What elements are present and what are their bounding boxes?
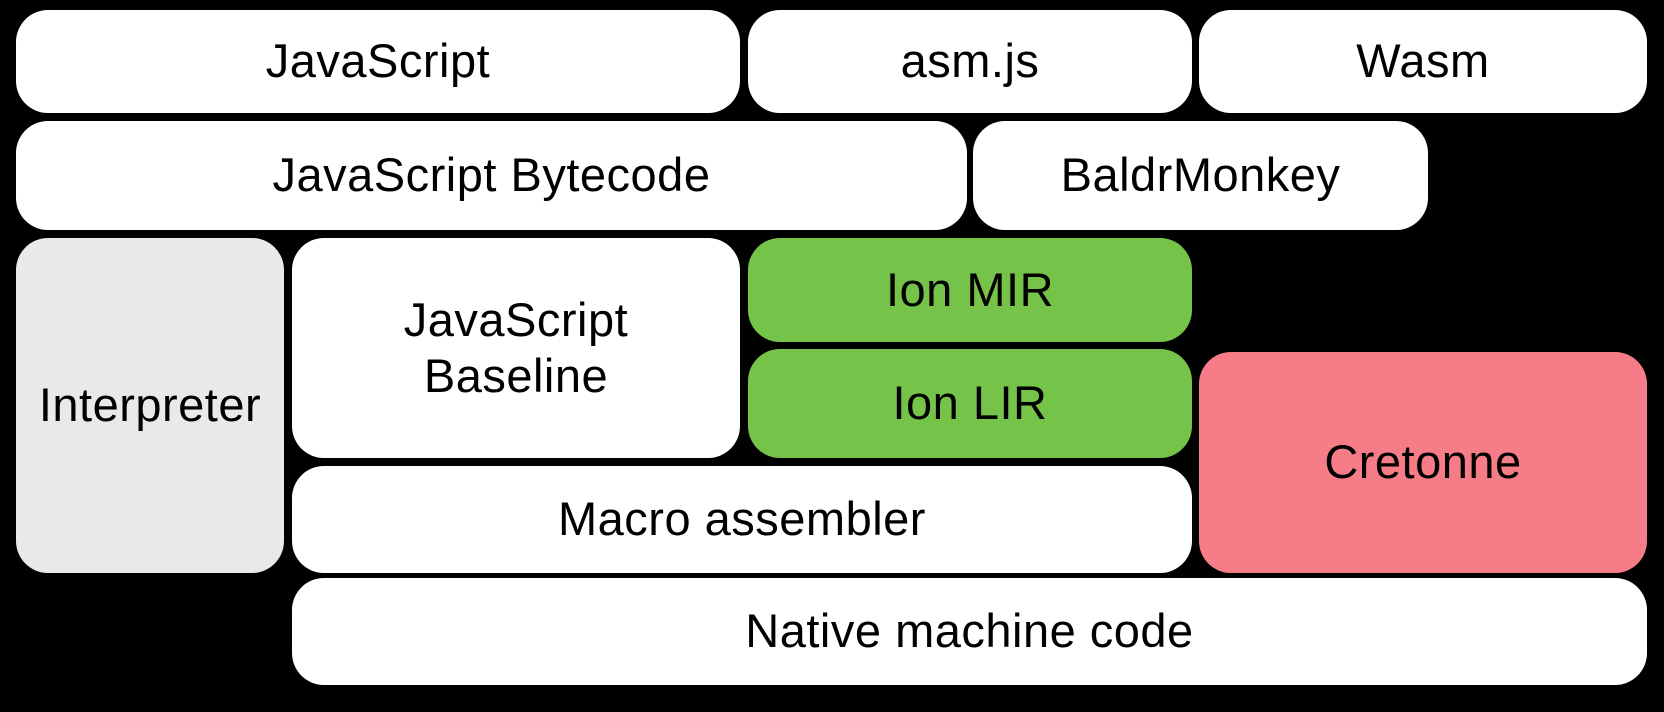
box-javascript-baseline: JavaScript Baseline bbox=[292, 238, 740, 458]
box-wasm: Wasm bbox=[1199, 10, 1647, 113]
box-interpreter: Interpreter bbox=[16, 238, 284, 573]
box-asmjs: asm.js bbox=[748, 10, 1192, 113]
box-javascript-baseline-line2: Baseline bbox=[423, 349, 609, 402]
box-macro-assembler: Macro assembler bbox=[292, 466, 1192, 573]
box-ion-mir-label: Ion MIR bbox=[885, 262, 1055, 316]
box-wasm-label: Wasm bbox=[1356, 34, 1490, 88]
box-baldrmonkey-label: BaldrMonkey bbox=[1060, 148, 1341, 202]
box-native-machine-code: Native machine code bbox=[292, 578, 1647, 685]
box-interpreter-label: Interpreter bbox=[38, 378, 262, 432]
box-javascript-bytecode-label: JavaScript Bytecode bbox=[272, 148, 711, 202]
box-cretonne: Cretonne bbox=[1199, 352, 1647, 573]
box-javascript-baseline-label: JavaScript Baseline bbox=[404, 292, 628, 405]
box-ion-lir: Ion LIR bbox=[748, 349, 1192, 458]
box-asmjs-label: asm.js bbox=[900, 34, 1040, 88]
box-ion-lir-label: Ion LIR bbox=[892, 376, 1048, 430]
box-native-machine-code-label: Native machine code bbox=[745, 604, 1194, 658]
box-javascript-baseline-line1: JavaScript bbox=[403, 292, 629, 346]
box-baldrmonkey: BaldrMonkey bbox=[973, 121, 1428, 230]
box-macro-assembler-label: Macro assembler bbox=[558, 492, 926, 546]
box-javascript-bytecode: JavaScript Bytecode bbox=[16, 121, 967, 230]
box-javascript: JavaScript bbox=[16, 10, 740, 113]
box-ion-mir: Ion MIR bbox=[748, 238, 1192, 342]
box-javascript-label: JavaScript bbox=[265, 34, 491, 88]
box-cretonne-label: Cretonne bbox=[1324, 435, 1522, 489]
